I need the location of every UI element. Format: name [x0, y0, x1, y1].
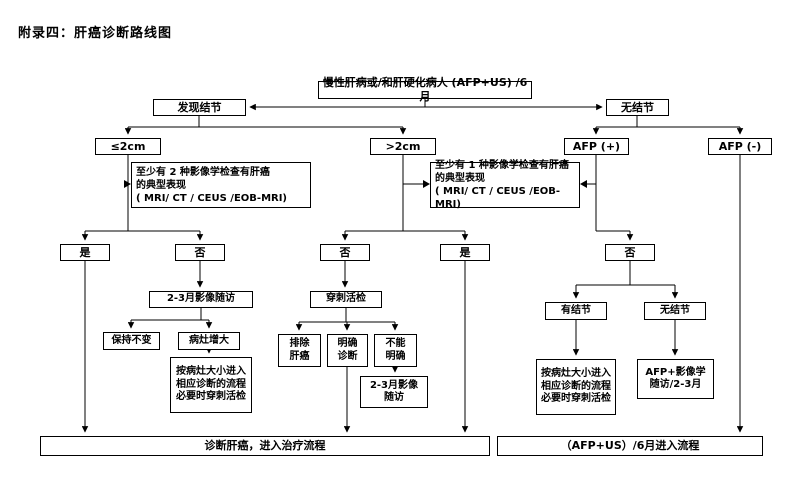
node-yes-gt2cm: 是: [440, 244, 490, 261]
node-unchanged: 保持不变: [103, 332, 160, 350]
node-yes-le2cm: 是: [60, 244, 110, 261]
node-imaging-followup-1: 2-3月影像随访: [149, 291, 253, 308]
node-surveillance-entry: 慢性肝病或/和肝硬化病人 (AFP+US) /6月: [318, 76, 532, 103]
node-nodule-found: 发现结节: [153, 99, 246, 116]
node-gt-2cm: >2cm: [370, 138, 436, 155]
node-imaging-one-criterion: 至少有 1 种影像学检查有肝癌 的典型表现 ( MRI/ CT / CEUS /…: [430, 160, 580, 210]
node-outcome-surveillance: （AFP+US）/6月进入流程: [497, 436, 763, 456]
node-biopsy: 穿刺活检: [310, 291, 382, 308]
node-size-based-path-right: 按病灶大小进入 相应诊断的流程 必要时穿刺活检: [536, 359, 616, 415]
node-confirmed-diagnosis: 明确 诊断: [327, 334, 368, 367]
node-afp-negative: AFP (-): [708, 138, 772, 155]
node-imaging-followup-2: 2-3月影像 随访: [360, 376, 428, 408]
node-nodule-no: 无结节: [644, 302, 706, 320]
node-size-based-path-left: 按病灶大小进入 相应诊断的流程 必要时穿刺活检: [170, 357, 252, 413]
node-imaging-two-criteria: 至少有 2 种影像学检查有肝癌 的典型表现 ( MRI/ CT / CEUS /…: [131, 162, 311, 208]
page-title: 附录四：肝癌诊断路线图: [18, 26, 173, 41]
node-le-2cm: ≤2cm: [95, 138, 161, 155]
node-afp-imaging-followup: AFP+影像学 随访/2-3月: [637, 359, 714, 399]
node-no-gt2cm: 否: [320, 244, 370, 261]
node-outcome-treatment: 诊断肝癌，进入治疗流程: [40, 436, 490, 456]
node-afp-positive: AFP (+): [564, 138, 629, 155]
node-no-le2cm: 否: [175, 244, 225, 261]
node-no-afp: 否: [605, 244, 655, 261]
node-no-nodule: 无结节: [606, 99, 669, 116]
node-exclude-hcc: 排除 肝癌: [278, 334, 321, 367]
node-uncertain: 不能 明确: [374, 334, 417, 367]
node-nodule-yes: 有结节: [545, 302, 607, 320]
node-lesion-enlarged: 病灶增大: [178, 332, 240, 350]
